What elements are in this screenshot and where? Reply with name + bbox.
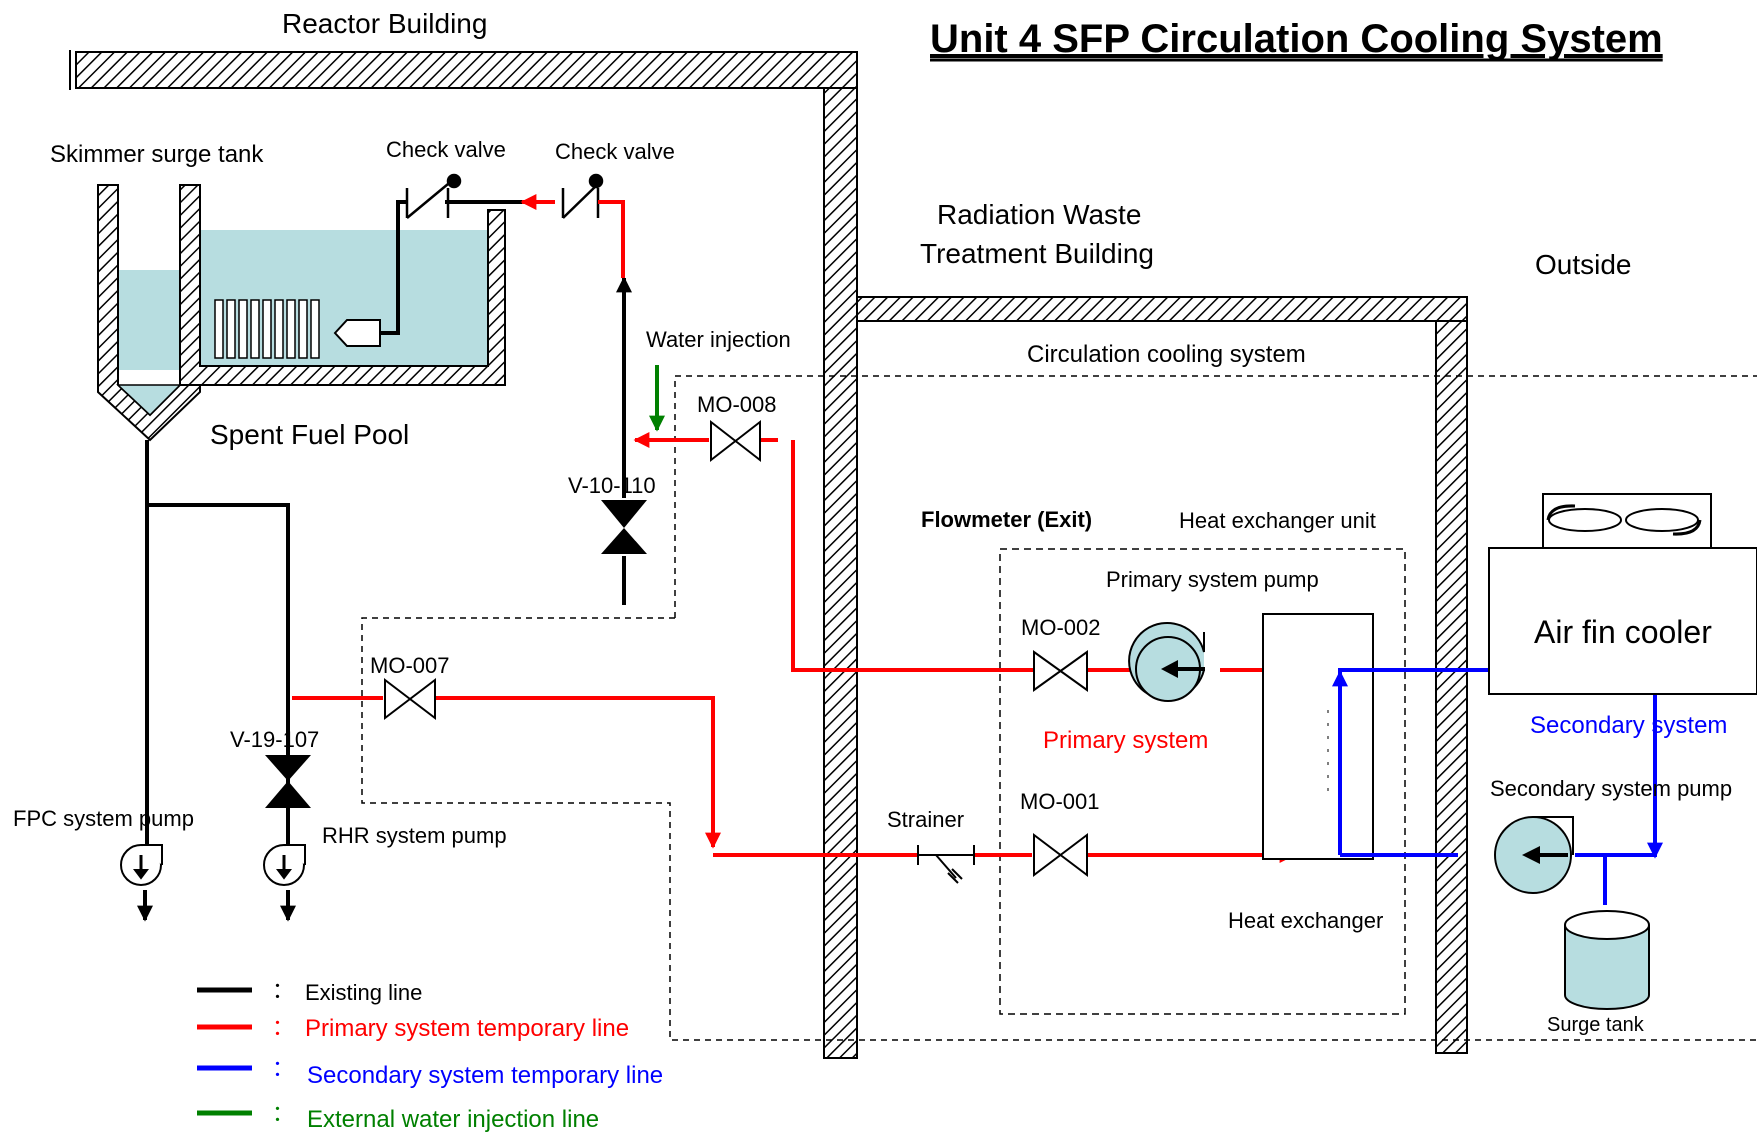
heat-exchanger-icon [1262, 613, 1374, 860]
spent-fuel-pool [179, 184, 506, 386]
rhr-pump-label: RHR system pump [322, 823, 507, 848]
mo-002-label: MO-002 [1021, 615, 1100, 640]
diagram-title: Unit 4 SFP Circulation Cooling System [930, 17, 1663, 61]
water-injection-label: Water injection [646, 327, 791, 352]
check-valve-2-icon [561, 173, 604, 219]
fpc-pump-label: FPC system pump [13, 806, 194, 831]
fuel-racks [214, 299, 320, 359]
heat-exchanger-label: Heat exchanger [1228, 908, 1383, 933]
flowmeter-label: Flowmeter (Exit) [921, 507, 1092, 532]
reactor-building-wall [823, 87, 858, 1059]
strainer-label: Strainer [887, 807, 964, 832]
rhr-pump-icon [263, 844, 306, 886]
skimmer-surge-tank-label: Skimmer surge tank [50, 141, 264, 168]
outside-label: Outside [1535, 249, 1632, 280]
legend-secondary-label: Secondary system temporary line [307, 1062, 663, 1089]
legend-injection-label: External water injection line [307, 1106, 599, 1133]
radwaste-building-label-line1: Radiation Waste [937, 199, 1141, 230]
mo-001-valve-icon [1033, 832, 1088, 878]
secondary-pump-icon [1494, 816, 1574, 894]
mo-007-valve-icon [384, 677, 436, 721]
spent-fuel-pool-label: Spent Fuel Pool [210, 419, 409, 450]
fpc-pump-icon [120, 844, 163, 886]
mo-001-label: MO-001 [1020, 789, 1099, 814]
legend: ： ： ： ： Existing line Primary system tem… [197, 978, 663, 1133]
strainer-icon [917, 845, 975, 884]
legend-existing-label: Existing line [305, 980, 422, 1005]
reactor-building-label: Reactor Building [282, 8, 487, 39]
secondary-pump-label: Secondary system pump [1490, 776, 1732, 801]
radwaste-building-label-line2: Treatment Building [920, 238, 1154, 269]
radwaste-building-roof [856, 296, 1468, 322]
legend-injection-sep: ： [272, 1101, 294, 1126]
circulation-cooling-boundary [361, 375, 1757, 1041]
check-valve-1-icon [405, 173, 462, 219]
v-19-107-valve-icon [265, 755, 311, 808]
secondary-system-label: Secondary system [1530, 712, 1727, 739]
air-fin-cooler-icon [1488, 493, 1757, 695]
legend-primary-sep: ： [272, 1015, 294, 1040]
v-10-110-valve-icon [601, 500, 647, 554]
primary-pump-icon [1128, 622, 1205, 702]
legend-primary-label: Primary system temporary line [305, 1015, 629, 1042]
surge-tank-label: Surge tank [1547, 1014, 1645, 1036]
primary-system-label: Primary system [1043, 727, 1208, 754]
air-fin-cooler-label: Air fin cooler [1534, 614, 1712, 650]
circulation-cooling-label: Circulation cooling system [1027, 341, 1306, 368]
heat-exchanger-unit-label: Heat exchanger unit [1179, 508, 1376, 533]
mo-008-label: MO-008 [697, 392, 776, 417]
v-10-110-label: V-10-110 [568, 473, 656, 498]
legend-existing-sep: ： [272, 978, 294, 1003]
check-valve-1-label: Check valve [386, 137, 506, 162]
mo-008-valve-icon [710, 419, 761, 463]
primary-pump-label: Primary system pump [1106, 567, 1319, 592]
v-19-107-label: V-19-107 [230, 727, 319, 752]
heat-exchanger-unit-boundary [999, 548, 1406, 1015]
surge-tank-icon [1564, 910, 1650, 1010]
mo-002-valve-icon [1033, 650, 1088, 692]
reactor-building-roof [75, 51, 858, 89]
mo-007-label: MO-007 [370, 653, 449, 678]
check-valve-2-label: Check valve [555, 139, 675, 164]
building-walls [69, 50, 1468, 1059]
radwaste-building-wall [1435, 320, 1468, 1054]
legend-secondary-sep: ： [272, 1056, 294, 1081]
